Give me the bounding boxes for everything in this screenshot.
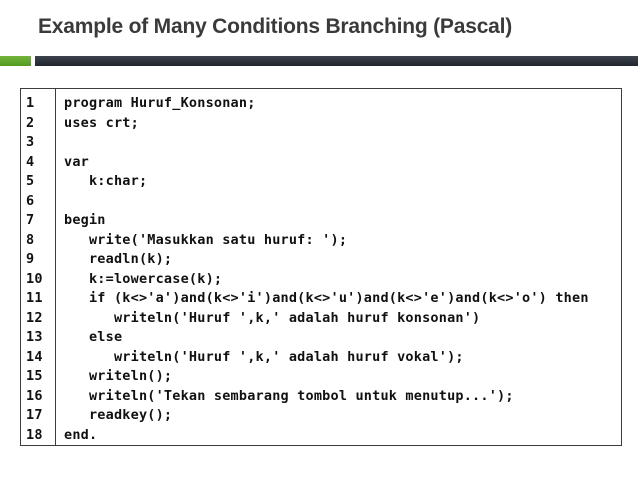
code-line: writeln('Tekan sembarang tombol untuk me… [64,387,514,404]
divider-bar-dark [35,56,638,66]
code-line: k:=lowercase(k); [64,270,223,287]
line-number: 10 [26,270,43,287]
code-column: program Huruf_Konsonan;uses crt; var k:ch… [56,89,621,445]
code-line: var [64,153,89,170]
code-line: writeln('Huruf ',k,' adalah huruf konson… [64,309,481,326]
code-line: else [64,329,123,345]
code-line: k:char; [64,173,148,189]
line-number: 3 [26,134,35,150]
code-line: writeln('Huruf ',k,' adalah huruf vokal'… [64,348,464,365]
line-number: 6 [26,192,35,209]
line-number: 15 [26,368,43,384]
code-line: begin [64,212,106,228]
line-number: 14 [26,348,43,365]
line-number: 17 [26,407,43,423]
line-number: 5 [26,173,35,189]
code-line: readln(k); [64,251,173,267]
line-number: 8 [26,231,35,248]
page-title: Example of Many Conditions Branching (Pa… [38,15,513,38]
code-line [64,133,621,153]
line-number: 18 [26,426,43,443]
code-line: end. [64,426,98,443]
code-line [64,192,621,212]
line-number: 13 [26,329,43,345]
code-line: uses crt; [64,114,139,131]
line-number: 11 [26,290,43,306]
line-number: 12 [26,309,43,326]
code-line: write('Masukkan satu huruf: '); [64,231,348,248]
code-line: program Huruf_Konsonan; [64,95,256,111]
line-number: 4 [26,153,35,170]
divider-accent-green [0,56,31,66]
line-number: 2 [26,114,35,131]
code-line: if (k<>'a')and(k<>'i')and(k<>'u')and(k<>… [64,290,589,306]
line-number: 9 [26,251,35,267]
code-line: readkey(); [64,407,173,423]
code-line: writeln(); [64,368,173,384]
line-number: 1 [26,95,35,111]
line-number: 16 [26,387,43,404]
line-number: 7 [26,212,35,228]
